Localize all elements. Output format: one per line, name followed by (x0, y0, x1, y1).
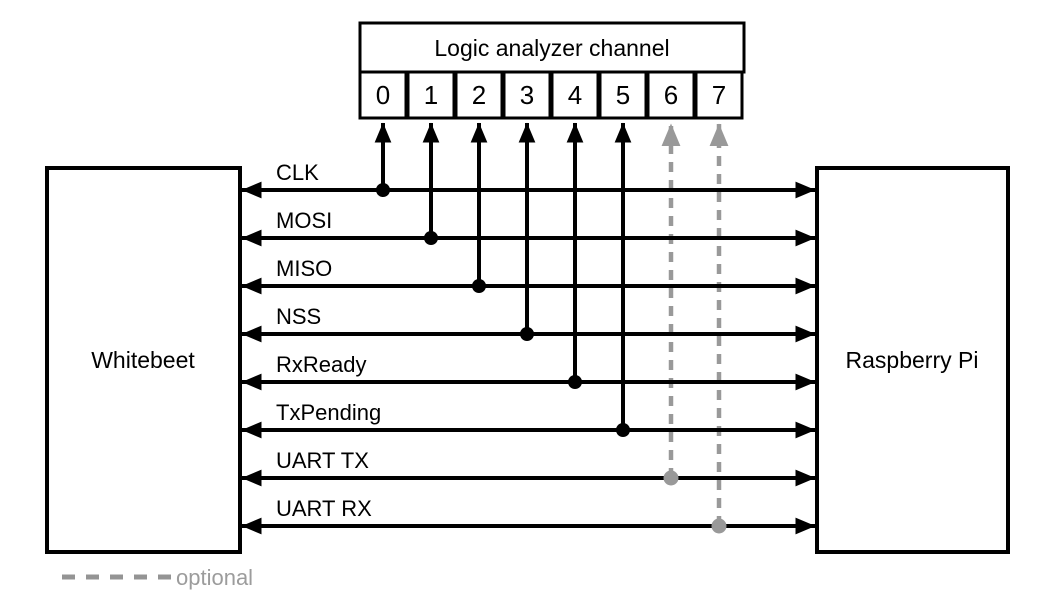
channel-box-0 (358, 70, 408, 120)
signal-label-nss: NSS (276, 304, 321, 329)
channel-box-6 (646, 70, 696, 120)
channel-box-1 (406, 70, 456, 120)
logic-analyzer-title-box (358, 21, 746, 74)
tap-dot-2 (472, 279, 486, 293)
channel-box-3 (502, 70, 552, 120)
legend-label: optional (176, 565, 253, 590)
signal-label-miso: MISO (276, 256, 332, 281)
channel-label-6: 6 (664, 80, 678, 110)
tap-dot-4 (568, 375, 582, 389)
channel-label-3: 3 (520, 80, 534, 110)
signal-label-uart-tx: UART TX (276, 448, 369, 473)
signal-label-txpending: TxPending (276, 400, 381, 425)
channel-label-4: 4 (568, 80, 582, 110)
tap-dot-7 (711, 518, 727, 534)
channel-label-0: 0 (376, 80, 390, 110)
signal-label-rxready: RxReady (276, 352, 366, 377)
raspberry-pi-label: Raspberry Pi (846, 347, 979, 373)
tap-dot-1 (424, 231, 438, 245)
channel-box-4 (550, 70, 600, 120)
tap-dot-6 (663, 470, 679, 486)
signal-label-mosi: MOSI (276, 208, 332, 233)
tap-dot-3 (520, 327, 534, 341)
channel-label-2: 2 (472, 80, 486, 110)
raspberry-pi-box (815, 166, 1010, 554)
channel-box-2 (454, 70, 504, 120)
signal-label-clk: CLK (276, 160, 319, 185)
whitebeet-label: Whitebeet (91, 347, 195, 373)
logic-analyzer-title: Logic analyzer channel (434, 35, 669, 61)
channel-box-7 (694, 70, 744, 120)
tap-dot-5 (616, 423, 630, 437)
tap-dot-0 (376, 183, 390, 197)
channel-label-1: 1 (424, 80, 438, 110)
signal-label-uart-rx: UART RX (276, 496, 372, 521)
whitebeet-box (45, 166, 242, 554)
channel-label-5: 5 (616, 80, 630, 110)
channel-box-5 (598, 70, 648, 120)
channel-label-7: 7 (712, 80, 726, 110)
